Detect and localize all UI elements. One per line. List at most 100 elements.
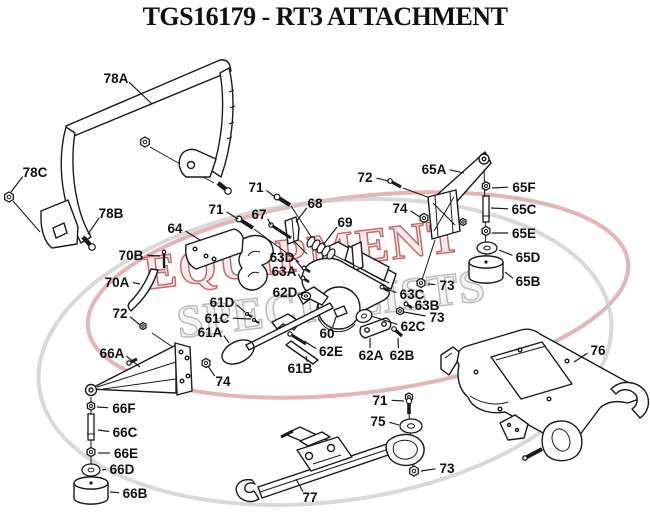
leader-line-61B — [305, 355, 308, 362]
drawing-stroke — [381, 321, 387, 327]
spring-coil — [326, 248, 336, 260]
part-label-66D: 66D — [110, 462, 135, 477]
drawing-stroke — [184, 355, 190, 361]
part-label-60: 60 — [319, 326, 334, 341]
hex-nut — [481, 181, 491, 191]
part-label-71: 71 — [248, 180, 264, 195]
washer-hole — [483, 245, 491, 251]
part-label-62E: 62E — [319, 344, 343, 359]
hex-nut-hole — [6, 194, 12, 200]
leader-line-73 — [420, 468, 436, 472]
leader-line-73 — [427, 283, 436, 286]
leader-line-67 — [267, 218, 272, 226]
part-label-61A: 61A — [198, 325, 223, 340]
leader-line-63C — [382, 287, 397, 294]
leader-line-70A — [132, 282, 141, 285]
part-label-72: 72 — [357, 170, 372, 185]
bolt-shaft — [289, 332, 307, 346]
drawing-stroke — [237, 234, 274, 291]
part-label-73: 73 — [439, 278, 455, 293]
drawing-stroke — [333, 305, 348, 318]
part-label-62C: 62C — [401, 319, 426, 334]
part-label-75: 75 — [370, 414, 386, 429]
part-label-68: 68 — [307, 196, 323, 211]
page-title: TGS16179 - RT3 ATTACHMENT — [142, 2, 508, 31]
bolt-head — [405, 397, 413, 405]
frame-roller-front — [541, 420, 583, 462]
hex-nut-hole — [418, 280, 424, 286]
hex-nut — [419, 212, 429, 224]
part-label-62A: 62A — [359, 348, 384, 363]
drawing-stroke — [497, 406, 503, 412]
drawing-stroke — [444, 352, 453, 359]
part-label-67: 67 — [251, 207, 266, 222]
part-label-62B: 62B — [390, 348, 415, 363]
bolt-head — [126, 360, 132, 366]
drawing-stroke — [65, 59, 232, 137]
leader-line-71 — [226, 211, 239, 220]
drawing-stroke — [329, 252, 390, 284]
part-label-65E: 65E — [512, 226, 536, 241]
washer-hole — [360, 313, 368, 319]
hex-nut-hole — [483, 228, 489, 234]
part-label-65C: 65C — [512, 202, 537, 217]
part-label-63C: 63C — [400, 287, 425, 302]
drawing-stroke — [522, 455, 528, 461]
part-label-62D: 62D — [273, 285, 298, 300]
hex-nut-hole — [421, 215, 427, 221]
washer — [355, 308, 373, 324]
bolt-head — [224, 187, 232, 195]
part-label-66C: 66C — [113, 425, 138, 440]
part-label-65D: 65D — [516, 250, 541, 265]
hex-nut — [86, 401, 96, 411]
leader-line-71 — [391, 399, 405, 402]
drawing-stroke — [478, 153, 490, 165]
frame-roller-right — [610, 381, 650, 419]
leader-line-74 — [207, 365, 216, 377]
leader-line-72 — [376, 177, 390, 182]
hex-nut — [396, 306, 404, 316]
bolt-head — [391, 326, 397, 332]
leader-line-72 — [129, 316, 141, 326]
leader-line-73 — [403, 311, 426, 317]
drawing-stroke — [186, 160, 196, 170]
part-label-70A: 70A — [105, 275, 130, 290]
frame-hook-bracket — [440, 346, 460, 376]
drawing-stroke — [96, 361, 177, 390]
hex-nut — [409, 465, 419, 477]
drawing-stroke — [40, 199, 79, 249]
link-62a — [359, 317, 392, 339]
part-label-73: 73 — [439, 461, 455, 476]
part-label-63D: 63D — [270, 250, 295, 265]
rod-61b — [285, 340, 319, 365]
leader-line-63A — [297, 273, 302, 280]
bolt-head — [287, 331, 293, 337]
hex-nut-hole — [89, 404, 93, 408]
hex-nut — [86, 446, 96, 458]
drawing-stroke — [179, 378, 185, 384]
axis-line — [421, 239, 436, 281]
hex-nut — [459, 217, 467, 227]
leader-line-77 — [295, 478, 304, 492]
drawing-stroke — [259, 447, 393, 493]
part-label-78A: 78A — [104, 71, 129, 86]
drawing-stroke — [546, 396, 552, 402]
part-label-73: 73 — [429, 310, 445, 325]
drawing-stroke — [185, 373, 191, 379]
leader-line-62E — [303, 340, 317, 350]
drawing-stroke — [499, 414, 529, 441]
watermark-ellipse-gray — [36, 197, 614, 507]
part-label-74: 74 — [392, 201, 408, 216]
washer-hole — [304, 294, 308, 298]
leader-line-63B — [408, 304, 412, 307]
drawing-stroke — [174, 342, 193, 396]
washer-hole — [406, 423, 416, 429]
part-label-63A: 63A — [272, 264, 297, 279]
bolt-head — [379, 284, 385, 290]
bolt-head — [251, 317, 257, 323]
drawing-stroke — [178, 148, 217, 178]
hex-nut-hole — [88, 449, 94, 455]
ratchet-strap-77 — [235, 426, 425, 503]
